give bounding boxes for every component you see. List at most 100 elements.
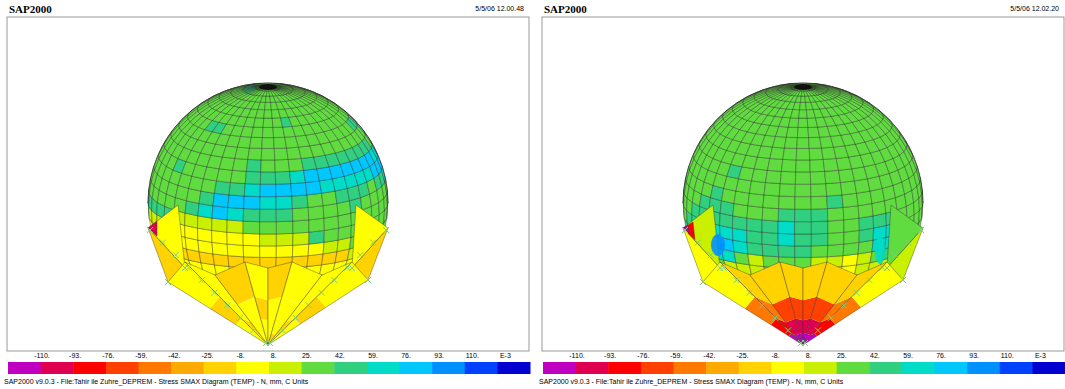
shell-element xyxy=(736,179,752,193)
shell-element xyxy=(246,159,261,171)
shell-element xyxy=(748,254,764,267)
restraint-mark xyxy=(199,277,205,283)
base-facet xyxy=(148,221,157,236)
scale-segment xyxy=(641,362,674,374)
restraint-mark xyxy=(905,240,911,246)
shell-element xyxy=(795,197,811,210)
shell-element xyxy=(213,193,229,207)
dome-outline xyxy=(683,83,923,203)
restraint-marks xyxy=(682,227,924,346)
shell-element xyxy=(244,184,260,197)
shell-element xyxy=(828,220,844,233)
restraint-mark xyxy=(280,327,286,333)
scale-value: E-3 xyxy=(1035,352,1046,360)
scale-value: -59. xyxy=(135,352,147,360)
base-facet xyxy=(268,333,282,345)
shell-element xyxy=(734,191,749,206)
shell-element xyxy=(264,110,272,118)
restraint-mark xyxy=(211,290,217,296)
scale-segment xyxy=(1000,362,1033,374)
shell-element xyxy=(305,181,321,195)
scale-value: -25. xyxy=(736,352,748,360)
shell-element xyxy=(337,106,348,116)
support-base xyxy=(683,205,923,345)
shell-element xyxy=(292,195,308,209)
restraint-mark xyxy=(250,327,256,333)
shell-element xyxy=(840,181,856,195)
shell-element xyxy=(256,109,265,118)
base-facet xyxy=(683,222,695,240)
app-title: SAP2000 xyxy=(544,3,587,15)
shell-element xyxy=(773,136,787,148)
restraint-mark xyxy=(785,327,791,333)
shell-element xyxy=(814,86,826,87)
shell-element xyxy=(241,126,254,137)
scale-value: 110. xyxy=(466,352,479,360)
dome-mesh xyxy=(683,83,923,283)
shell-element xyxy=(747,206,763,220)
restraint-mark xyxy=(884,265,890,271)
scale-value: 93. xyxy=(434,352,444,360)
scale-segment xyxy=(608,362,641,374)
scale-segment xyxy=(106,362,139,374)
restraint-mark xyxy=(815,327,821,333)
scale-value: 76. xyxy=(936,352,946,360)
shell-element xyxy=(781,159,796,171)
shell-element xyxy=(844,218,860,232)
base-facet xyxy=(255,297,268,321)
shell-element xyxy=(276,184,292,197)
shell-element xyxy=(309,230,325,244)
shell-element xyxy=(779,196,795,209)
shell-element xyxy=(243,245,260,257)
shell-element xyxy=(258,102,266,110)
scale-value: -8. xyxy=(237,352,245,360)
shell-element xyxy=(800,102,807,109)
base-facet-edge xyxy=(268,262,368,345)
shell-element xyxy=(747,242,763,255)
scale-segment xyxy=(269,362,302,374)
shell-element xyxy=(280,88,293,91)
base-facet xyxy=(790,297,803,321)
shell-element xyxy=(243,221,260,234)
shell-element xyxy=(228,195,244,209)
scale-value: 110. xyxy=(1001,352,1014,360)
shell-element xyxy=(778,233,795,246)
shell-element xyxy=(826,183,842,197)
shell-element xyxy=(276,233,293,246)
base-facet-edge xyxy=(803,262,903,345)
screenshot-panel xyxy=(542,17,1065,374)
scale-value: -110. xyxy=(34,352,49,360)
shell-element xyxy=(795,246,812,257)
shell-element xyxy=(227,220,243,233)
shell-element xyxy=(199,191,214,206)
shell-element xyxy=(292,244,308,257)
dome-mesh xyxy=(148,83,388,283)
base-facet-edge xyxy=(168,262,268,345)
restraint-mark xyxy=(717,265,723,271)
restraint-mark xyxy=(224,302,230,308)
restraint-mark xyxy=(708,252,714,258)
app-title: SAP2000 xyxy=(9,3,52,15)
shell-element xyxy=(799,110,807,118)
base-facet xyxy=(780,262,803,300)
shell-element xyxy=(795,222,812,234)
shell-element xyxy=(810,171,826,184)
shell-element xyxy=(798,118,808,127)
shell-element xyxy=(243,209,260,222)
scale-value: 42. xyxy=(335,352,345,360)
scale-segment xyxy=(902,362,935,374)
scale-segment xyxy=(771,362,804,374)
shell-element xyxy=(843,206,859,220)
shell-element xyxy=(815,87,828,89)
restraint-mark xyxy=(866,277,872,283)
shell-element xyxy=(260,209,277,221)
shell-element xyxy=(212,242,228,255)
scale-segment xyxy=(400,362,433,374)
shell-element xyxy=(235,147,250,159)
scale-value: -93. xyxy=(69,352,81,360)
scale-value: 8. xyxy=(271,352,277,360)
restraint-mark xyxy=(331,277,337,283)
shell-element xyxy=(809,137,822,148)
shell-element xyxy=(309,218,325,232)
